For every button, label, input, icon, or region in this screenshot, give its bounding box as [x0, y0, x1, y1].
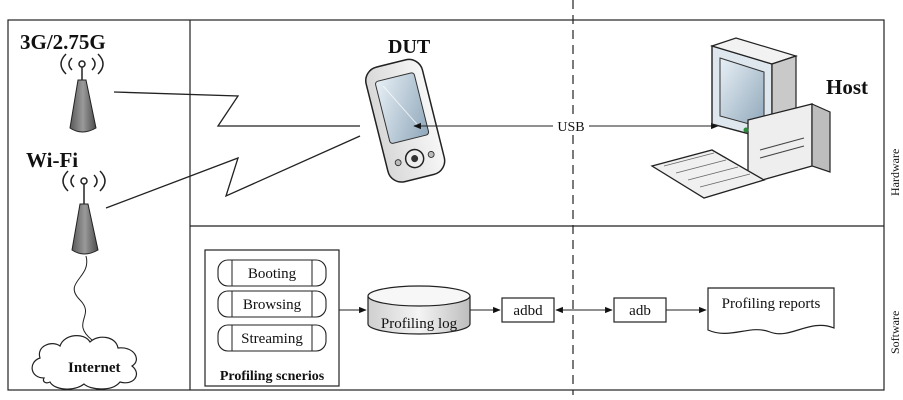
profiling-log-label: Profiling log: [381, 316, 458, 332]
adbd-box: [501, 297, 555, 323]
profiling-reports-document: [707, 287, 835, 335]
internet-cable: [73, 255, 93, 341]
adb-box: [613, 297, 667, 323]
adbd-label: adbd: [513, 303, 543, 319]
scenario-label: Streaming: [241, 331, 303, 347]
adb-label: adb: [629, 303, 651, 319]
cellular-tower-icon: [60, 53, 104, 133]
usb-label-bg: [553, 118, 589, 134]
wifi-label: Wi-Fi: [26, 148, 78, 172]
wifi-wireless-link: [105, 135, 361, 209]
pda-device-icon: [365, 58, 446, 183]
dut-label: DUT: [388, 36, 431, 58]
profiling-scenarios-caption: Profiling scnerios: [220, 369, 325, 384]
scenario-booting: Booting: [217, 259, 327, 287]
software-side-label: Software: [888, 311, 902, 354]
profiling-reports-label: Profiling reports: [722, 296, 821, 312]
internet-cloud-icon: [31, 335, 137, 390]
scenario-label: Browsing: [243, 297, 302, 313]
scenario-streaming: Streaming: [217, 324, 327, 352]
scenario-label: Booting: [248, 266, 297, 282]
host-computer-icon: [650, 37, 831, 199]
cellular-label: 3G/2.75G: [20, 30, 106, 54]
cellular-wireless-link: [113, 91, 360, 127]
hardware-side-label: Hardware: [888, 149, 902, 196]
host-label: Host: [826, 75, 868, 99]
scenario-browsing: Browsing: [217, 290, 327, 318]
profiling-log-database: [367, 285, 471, 335]
usb-label: USB: [557, 120, 584, 135]
internet-label: Internet: [68, 360, 121, 376]
wifi-antenna-icon: [62, 170, 106, 255]
